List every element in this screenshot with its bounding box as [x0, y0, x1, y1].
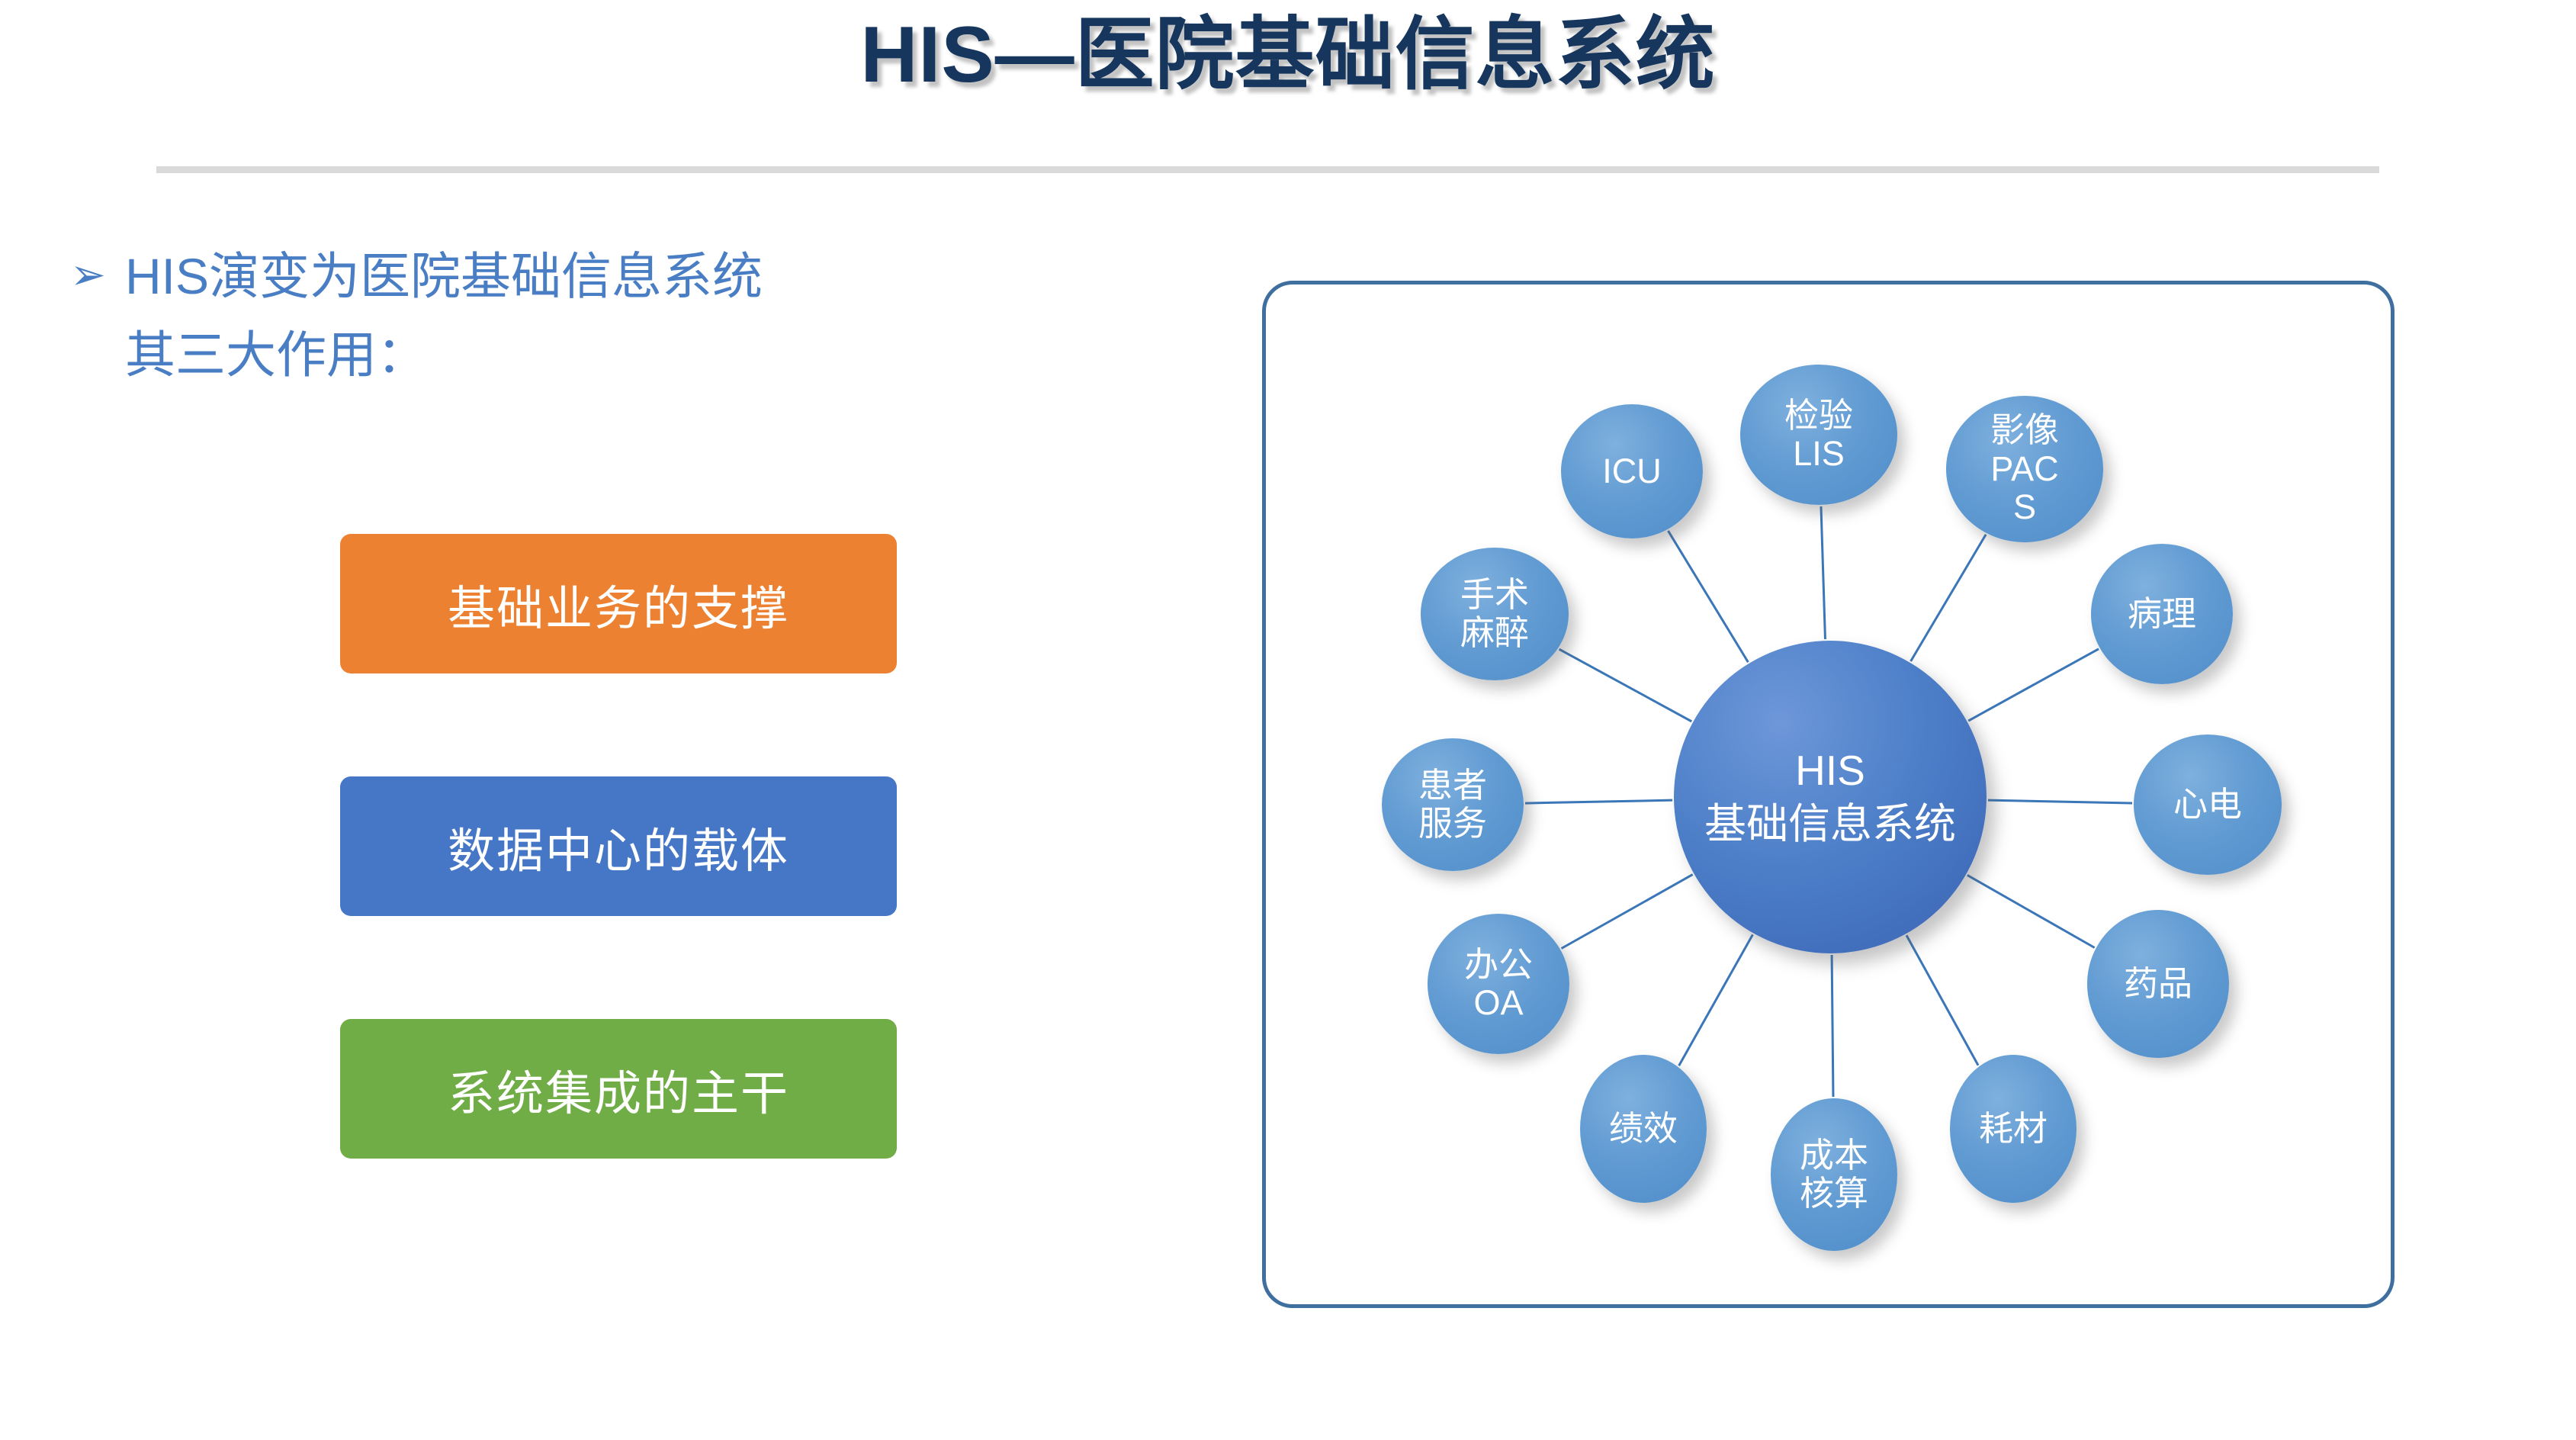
feature-box-support[interactable]: 基础业务的支撑 — [340, 534, 897, 673]
diagram-node-label: ICU — [1602, 451, 1662, 490]
feature-box-label: 数据中心的载体 — [447, 824, 789, 878]
diagram-node-label: 心电 — [2173, 784, 2242, 824]
diagram-node-surgery[interactable]: 手术麻醉 — [1421, 548, 1569, 680]
feature-box-list: 基础业务的支撑 数据中心的载体 系统集成的主干 — [340, 534, 897, 1159]
diagram-node-label: 成本核算 — [1799, 1135, 1868, 1213]
diagram-node-label: 患者服务 — [1418, 765, 1487, 843]
bullet-arrow-icon: ➢ — [70, 250, 106, 298]
diagram-node-label: 病理 — [2127, 593, 2196, 633]
diagram-node-cost[interactable]: 成本核算 — [1771, 1098, 1897, 1251]
diagram-node-patient[interactable]: 患者服务 — [1382, 738, 1524, 871]
feature-box-datacenter[interactable]: 数据中心的载体 — [340, 776, 897, 916]
bullet-text-1: 其三大作用： — [125, 326, 427, 383]
bullet-text-0: HIS演变为医院基础信息系统 — [125, 248, 763, 304]
diagram-container — [1262, 281, 2395, 1308]
diagram-node-label: 耗材 — [1978, 1108, 2048, 1148]
page-title: HIS—医院基础信息系统 — [860, 11, 1716, 99]
diagram-node-consumables[interactable]: 耗材 — [1950, 1055, 2077, 1203]
diagram-node-icu[interactable]: ICU — [1561, 404, 1703, 538]
bullet-item-1: ➢ 其三大作用： — [70, 324, 1138, 386]
bullet-item-0: ➢ HIS演变为医院基础信息系统 — [70, 246, 1138, 307]
title-divider — [156, 166, 2379, 173]
bullet-list: ➢ HIS演变为医院基础信息系统 ➢ 其三大作用： — [70, 246, 1138, 385]
diagram-node-pharmacy[interactable]: 药品 — [2087, 910, 2229, 1058]
diagram-node-label: 绩效 — [1608, 1108, 1678, 1148]
diagram-node-pathology[interactable]: 病理 — [2091, 544, 2233, 684]
feature-box-integration[interactable]: 系统集成的主干 — [340, 1019, 897, 1159]
diagram-node-label: 药品 — [2123, 963, 2192, 1003]
feature-box-label: 系统集成的主干 — [447, 1067, 789, 1120]
diagram-node-ecg[interactable]: 心电 — [2134, 734, 2282, 875]
diagram-node-label: 手术麻醉 — [1460, 574, 1529, 652]
feature-box-label: 基础业务的支撑 — [447, 582, 789, 635]
diagram-node-performance[interactable]: 绩效 — [1580, 1055, 1707, 1203]
